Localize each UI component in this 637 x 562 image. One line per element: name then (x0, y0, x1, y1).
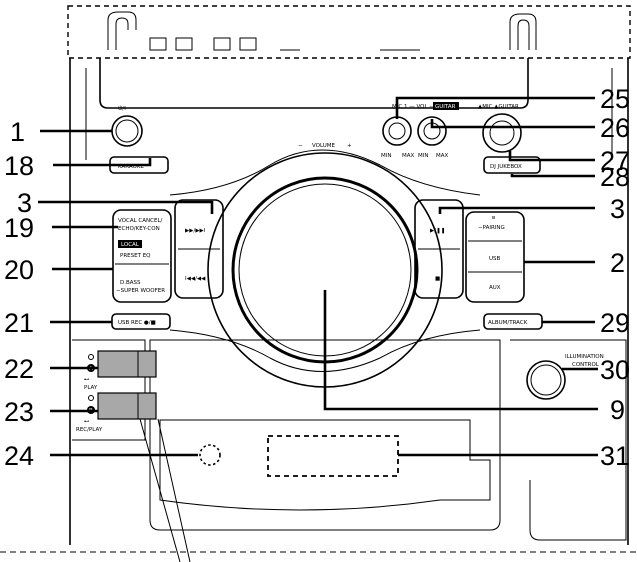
callout-24: 24 (4, 441, 34, 471)
usb-port-a[interactable] (97, 350, 157, 378)
skip-button-panel (174, 199, 224, 299)
leader-lines (38, 96, 598, 457)
right-lower-panel (510, 339, 627, 541)
source-button-panel (465, 211, 525, 303)
local-badge: LOCAL (121, 242, 140, 248)
play-label: PLAY (84, 385, 98, 391)
callout-21: 21 (4, 308, 34, 338)
top-dashed-area (67, 5, 631, 59)
mic2-min: MIN (418, 153, 428, 159)
karaoke-label: KARAOKE (118, 164, 144, 170)
usb-symbol-b: ⊷ (84, 419, 90, 425)
display-window (267, 435, 399, 477)
power-symbol: ⏻/I (118, 105, 126, 112)
aux-button[interactable]: AUX (489, 285, 501, 291)
callout-19: 19 (4, 213, 34, 243)
top-slot-details (107, 11, 537, 51)
callout-29: 29 (600, 308, 630, 338)
callout-18: 18 (4, 151, 34, 181)
usb-port-panel (72, 339, 146, 441)
usb-rec-label: USB REC ●/■ (118, 320, 156, 326)
play-pause-button[interactable]: ▶/❚❚ (430, 227, 445, 234)
bluetooth-icon: ʙ (492, 215, 495, 221)
callout-28: 28 (600, 162, 630, 192)
callout-2: 2 (610, 248, 625, 278)
callout-30: 30 (600, 355, 630, 385)
callout-3-right: 3 (610, 194, 625, 224)
callout-25: 25 (600, 84, 630, 114)
callout-9: 9 (610, 395, 625, 425)
volume-minus: − (298, 143, 303, 149)
body-outline (69, 58, 629, 545)
top-lip (99, 58, 529, 109)
guitar-badge-bg (433, 102, 459, 110)
mic2-max: MAX (436, 153, 449, 159)
lower-panel (149, 339, 501, 531)
mic1-max: MAX (402, 153, 415, 159)
dj-jukebox-button[interactable] (483, 156, 541, 174)
local-badge-bg (118, 240, 142, 248)
rec-play-label: REC/PLAY (76, 427, 103, 433)
mic-vol-label: MIC 1 — VOL — MIC 2 (392, 104, 452, 110)
mic2-vol-knob[interactable] (417, 116, 447, 146)
stop-button[interactable]: ■ (435, 276, 440, 282)
vocal-cancel-label-2: ECHO/KEY-CON (118, 226, 160, 232)
illumination-label-1: ILLUMINATION (565, 354, 604, 360)
vocal-cancel-label-1: VOCAL CANCEL/ (118, 218, 163, 224)
mic1-min: MIN (381, 153, 391, 159)
callout-3-left: 3 (17, 188, 32, 218)
mic1-vol-knob[interactable] (382, 116, 412, 146)
callout-22: 22 (4, 354, 34, 384)
callout-20: 20 (4, 255, 34, 285)
mic-guitar-jack[interactable] (482, 113, 522, 153)
guitar-badge: GUITAR (435, 104, 456, 110)
remote-sensor (199, 444, 221, 466)
illumination-label-2: CONTROL (572, 362, 600, 368)
dbass-label-2: −SUPER WOOFER (116, 288, 165, 294)
upper-wave (169, 149, 481, 196)
callout-31: 31 (600, 441, 630, 471)
volume-plus: + (347, 143, 352, 149)
callout-1: 1 (10, 117, 25, 147)
mic-guitar-label: ▲MIC ▲GUITAR (478, 104, 519, 110)
usb-symbol-a: ⊷ (84, 377, 90, 383)
album-track-label: ALBUM/TRACK (488, 320, 528, 326)
skip-prev-button[interactable]: I◀◀/◀◀ (185, 276, 206, 282)
callout-27: 27 (600, 146, 630, 176)
pairing-button[interactable]: −PAIRING (478, 225, 505, 231)
dj-jukebox-label: DJ JUKEBOX (490, 164, 522, 170)
dbass-label-1: D.BASS (120, 280, 141, 286)
display-panel (159, 419, 491, 511)
callout-26: 26 (600, 113, 630, 143)
left-button-panel (112, 209, 172, 303)
preset-eq-label: PRESET EQ (120, 253, 151, 259)
play-stop-panel (414, 199, 464, 299)
usb-port-b[interactable] (97, 392, 157, 420)
volume-label: VOLUME (312, 143, 336, 149)
callout-23: 23 (4, 397, 34, 427)
usb-button[interactable]: USB (489, 256, 501, 262)
skip-next-button[interactable]: ▶▶/▶▶I (185, 228, 206, 234)
illumination-knob[interactable] (526, 360, 566, 400)
